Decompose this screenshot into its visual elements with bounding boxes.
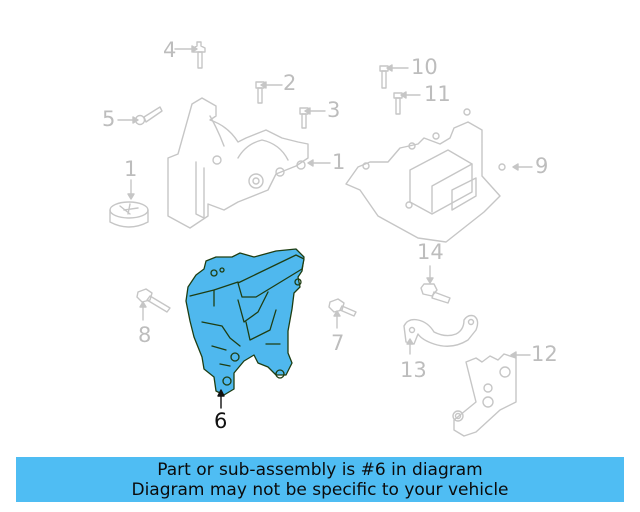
bolt-10-icon[interactable]	[379, 64, 409, 89]
callout-14[interactable]: 14	[417, 240, 444, 264]
callout-1-bushing[interactable]: 1	[124, 157, 138, 181]
callout-1-mount[interactable]: 1	[332, 150, 346, 174]
callout-6-highlighted[interactable]: 6	[214, 409, 228, 433]
link-arm-13-icon[interactable]	[403, 314, 479, 355]
mount-bracket-6-highlighted[interactable]	[185, 248, 305, 396]
parts-diagram: 4 2 3 5 1 1 10 11 9 14 8 7 13 12 6	[102, 38, 558, 437]
bracket-12-icon[interactable]	[452, 351, 531, 437]
banner-line-disclaimer: Diagram may not be specific to your vehi…	[131, 480, 509, 500]
callout-8[interactable]: 8	[138, 323, 152, 347]
callout-13[interactable]: 13	[400, 358, 427, 382]
callout-10[interactable]: 10	[411, 55, 438, 79]
bolt-5-icon[interactable]	[117, 106, 163, 126]
bolt-2-icon[interactable]	[255, 81, 283, 104]
callout-12[interactable]: 12	[531, 342, 558, 366]
transmission-mount-9-icon[interactable]	[345, 108, 533, 243]
callout-arrow-6	[217, 389, 225, 409]
engine-mount-1-icon[interactable]	[167, 97, 331, 229]
callout-5[interactable]: 5	[102, 107, 116, 131]
banner-line-part-number: Part or sub-assembly is #6 in diagram	[157, 460, 483, 480]
bolt-14-icon[interactable]	[420, 265, 451, 304]
bolt-11-icon[interactable]	[393, 91, 421, 115]
bushing-1-icon[interactable]	[109, 179, 149, 228]
bolt-7-icon[interactable]	[328, 298, 357, 329]
info-banner: Part or sub-assembly is #6 in diagram Di…	[16, 457, 624, 502]
bolt-8-icon[interactable]	[136, 288, 171, 321]
callout-3[interactable]: 3	[327, 98, 341, 122]
bolt-4-icon[interactable]	[174, 41, 206, 69]
bolt-3-icon[interactable]	[299, 107, 326, 129]
callout-2[interactable]: 2	[283, 71, 297, 95]
callout-7[interactable]: 7	[331, 331, 345, 355]
callout-4[interactable]: 4	[163, 38, 177, 62]
callout-11[interactable]: 11	[424, 82, 451, 106]
callout-9[interactable]: 9	[535, 154, 549, 178]
